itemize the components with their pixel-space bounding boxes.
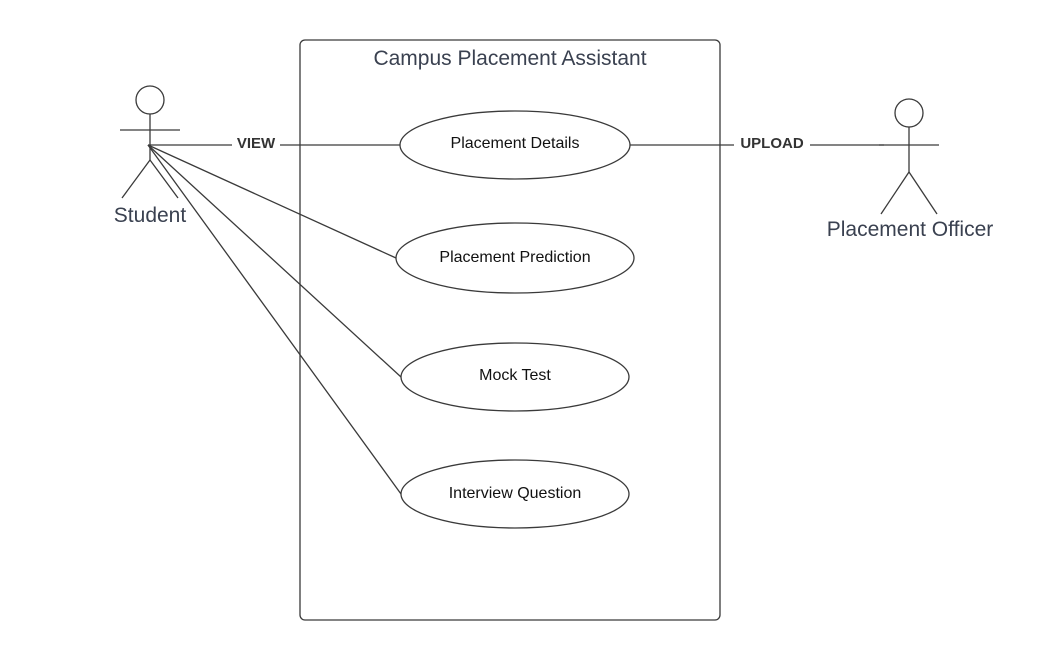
use-case-ellipse — [395, 222, 635, 294]
upload-label-bg — [734, 134, 810, 154]
actor-label: Placement Officer — [827, 218, 994, 241]
use-case-label: Placement Prediction — [439, 249, 590, 266]
use-case-label: Placement Details — [451, 135, 580, 152]
actor-student[interactable]: Student — [114, 85, 187, 227]
upload-label: UPLOAD — [740, 135, 804, 152]
use-case-placement-details[interactable]: Placement Details — [399, 110, 631, 180]
use-case-interview-question[interactable]: Interview Question — [400, 459, 630, 529]
use-case-ellipse — [400, 459, 630, 529]
use-case-ellipse — [400, 342, 630, 412]
use-case-placement-prediction[interactable]: Placement Prediction — [395, 222, 635, 294]
association-student-placement-prediction — [147, 144, 397, 259]
view-label-bg — [232, 134, 280, 154]
actor-placement-officer[interactable]: Placement Officer — [827, 98, 994, 241]
system-boundary — [299, 39, 721, 621]
use-case-ellipse — [399, 110, 631, 180]
association-student-mock-test — [147, 144, 402, 378]
use-case-label: Interview Question — [449, 485, 582, 502]
association-student-interview-question — [147, 144, 402, 495]
view-label: VIEW — [237, 135, 276, 152]
use-case-label: Mock Test — [479, 367, 551, 384]
system-title: Campus Placement Assistant — [373, 47, 646, 70]
use-case-mock-test[interactable]: Mock Test — [400, 342, 630, 412]
student-associations — [147, 144, 402, 495]
actor-label: Student — [114, 204, 187, 227]
stick-figure-icon — [120, 85, 180, 199]
stick-figure-icon — [879, 98, 939, 215]
